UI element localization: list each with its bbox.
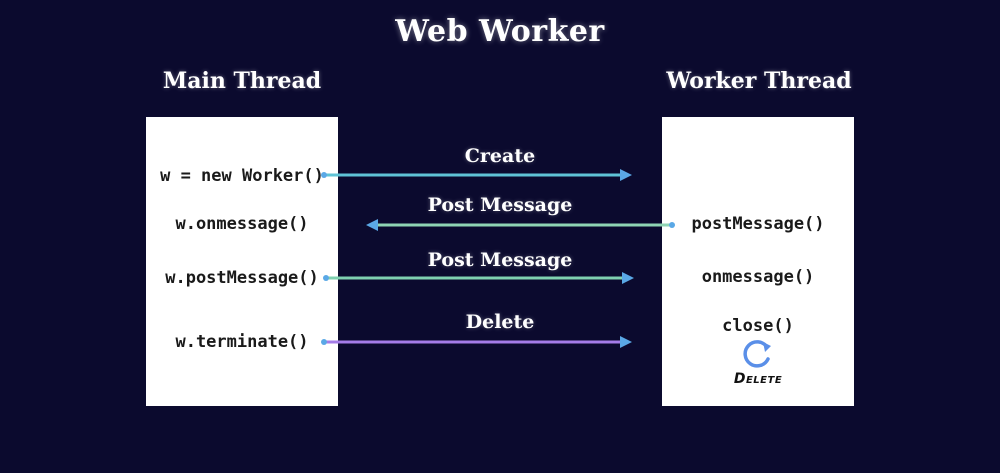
arrow-create — [321, 169, 632, 181]
main-terminate: w.terminate() — [175, 332, 309, 352]
arrow-label-delete: Delete — [465, 311, 535, 333]
diagram-title: Web Worker — [395, 14, 605, 49]
arrow-label-post-message-to-worker: Post Message — [427, 249, 573, 271]
arrow-post-message-to-worker — [323, 272, 634, 284]
worker-thread-heading: Worker Thread — [666, 68, 852, 94]
delete-note: Delete — [733, 371, 783, 387]
main-thread-box — [146, 117, 338, 406]
arrow-delete — [321, 336, 632, 348]
main-postmessage: w.postMessage() — [165, 268, 319, 288]
main-new-worker: w = new Worker() — [160, 166, 324, 186]
worker-thread-box — [662, 117, 854, 406]
main-thread-heading: Main Thread — [162, 68, 322, 94]
arrow-post-message-to-main — [366, 219, 675, 231]
worker-postmessage: postMessage() — [691, 214, 825, 234]
refresh-icon — [743, 340, 771, 368]
arrow-label-post-message-to-main: Post Message — [427, 194, 573, 216]
worker-close: close() — [722, 316, 794, 336]
arrow-label-create: Create — [464, 145, 536, 167]
worker-onmessage: onmessage() — [701, 267, 815, 287]
main-onmessage: w.onmessage() — [175, 214, 309, 234]
